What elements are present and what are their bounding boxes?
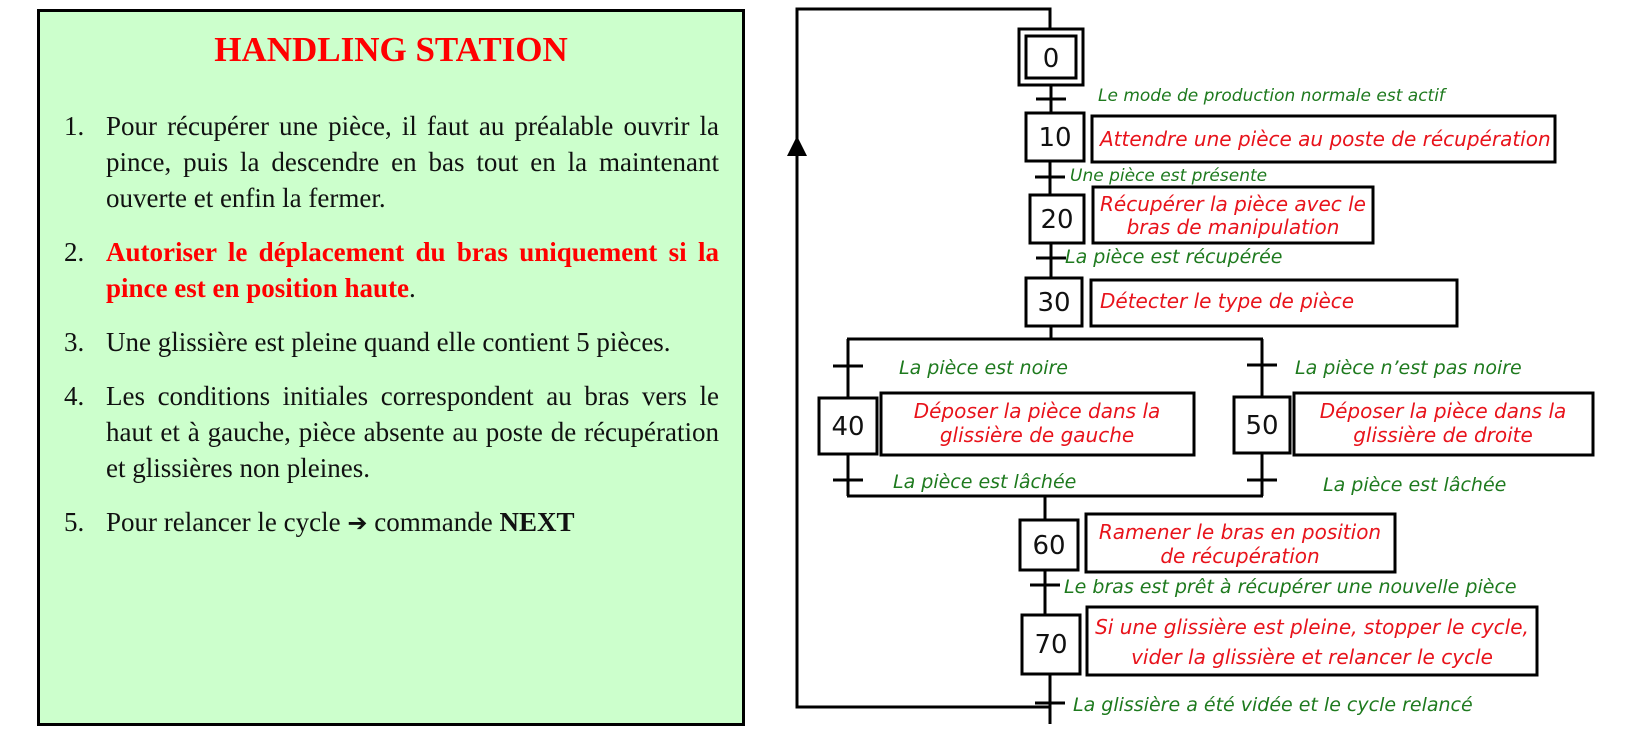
action-70-line-2: vider la glissière et relancer le cycle [1131, 645, 1493, 669]
transition-label-20-30: La pièce est récupérée [1065, 246, 1282, 268]
instruction-item-1: 1. Pour récupérer une pièce, il faut au … [64, 108, 719, 216]
step-70 [1020, 613, 1082, 676]
action-20-line-2: bras de manipulation [1127, 215, 1340, 239]
step-number-60: 60 [1032, 531, 1065, 561]
step-0-inner [1024, 34, 1078, 80]
action-box-60 [1084, 512, 1397, 574]
action-50-line-1: Déposer la pièce dans la [1320, 399, 1567, 423]
transition-label-60-70: Le bras est prêt à récupérer une nouvell… [1064, 576, 1517, 598]
step-40 [817, 396, 879, 456]
transition-labels: Le mode de production normale est actif … [893, 86, 1522, 716]
return-loop-line [795, 7, 1052, 709]
panel-title: HANDLING STATION [214, 30, 568, 69]
action-box-20 [1091, 185, 1375, 245]
item-emphasis-text: Autoriser le déplacement du bras uniquem… [106, 237, 719, 303]
instruction-item-5: 5. Pour relancer le cycle ➔ commande NEX… [64, 504, 719, 541]
right-arrow-icon: ➔ [347, 509, 368, 537]
steps [817, 27, 1292, 676]
action-box-40 [879, 391, 1196, 457]
instructions-panel: HANDLING STATION 1. Pour récupérer une p… [37, 9, 745, 726]
step-number-70: 70 [1034, 630, 1067, 660]
action-texts: Attendre une pièce au poste de récupérat… [914, 127, 1567, 669]
step-number-10: 10 [1038, 123, 1071, 153]
item-lead: Pour relancer le cycle [106, 507, 348, 537]
transition-label-30-50: La pièce n’est pas noire [1295, 357, 1522, 379]
action-40-line-2: glissière de gauche [940, 423, 1134, 447]
step-numbers: 0 10 20 30 40 50 60 70 [831, 44, 1278, 660]
step-number-20: 20 [1040, 205, 1073, 235]
step-number-30: 30 [1037, 288, 1070, 318]
step-50 [1232, 395, 1292, 455]
step-number-0: 0 [1043, 44, 1060, 74]
step-number-50: 50 [1245, 411, 1278, 441]
return-arrow-icon [787, 136, 807, 156]
step-20 [1028, 193, 1086, 245]
instruction-item-2: 2. Autoriser le déplacement du bras uniq… [64, 234, 719, 306]
item-tail: . [409, 273, 416, 303]
transition-label-10-20: Une pièce est présente [1070, 166, 1267, 186]
step-60 [1018, 518, 1080, 572]
item-number: 3. [64, 327, 85, 357]
action-box-30 [1089, 278, 1459, 328]
item-text: Les conditions initiales correspondent a… [106, 381, 719, 483]
action-40-line-1: Déposer la pièce dans la [914, 399, 1161, 423]
action-10-line-1: Attendre une pièce au poste de récupérat… [1098, 127, 1551, 151]
grafcet-links [787, 7, 1264, 724]
step-30 [1024, 276, 1084, 328]
action-boxes [879, 114, 1595, 677]
next-command: NEXT [499, 507, 575, 537]
action-60-line-2: de récupération [1160, 544, 1319, 568]
action-box-70 [1085, 605, 1539, 677]
action-60-line-1: Ramener le bras en position [1099, 520, 1381, 544]
transition-label-40-60: La pièce est lâchée [893, 471, 1076, 493]
transition-label-70-0: La glissière a été vidée et le cycle rel… [1073, 694, 1473, 716]
item-text: Pour récupérer une pièce, il faut au pré… [106, 111, 719, 213]
action-70-line-1: Si une glissière est pleine, stopper le … [1095, 615, 1529, 639]
action-box-50 [1292, 391, 1595, 457]
transition-label-50-60: La pièce est lâchée [1323, 474, 1506, 496]
step-10 [1024, 111, 1086, 163]
transition-marks [833, 97, 1277, 705]
item-number: 1. [64, 111, 85, 141]
item-mid: commande [367, 507, 500, 537]
item-number: 5. [64, 507, 85, 537]
action-box-10 [1090, 114, 1557, 164]
action-50-line-2: glissière de droite [1353, 423, 1533, 447]
instruction-item-4: 4. Les conditions initiales corresponden… [64, 378, 719, 486]
item-number: 2. [64, 237, 85, 267]
item-text: Une glissière est pleine quand elle cont… [106, 327, 671, 357]
instructions-list: 1. Pour récupérer une pièce, il faut au … [64, 108, 719, 559]
transition-label-30-40: La pièce est noire [899, 357, 1068, 379]
transition-label-0-10: Le mode de production normale est actif [1098, 86, 1448, 106]
action-30-line-1: Détecter le type de pièce [1100, 289, 1354, 313]
action-20-line-1: Récupérer la pièce avec le [1100, 192, 1366, 216]
instruction-item-3: 3. Une glissière est pleine quand elle c… [64, 324, 719, 360]
step-number-40: 40 [831, 412, 864, 442]
item-number: 4. [64, 381, 85, 411]
